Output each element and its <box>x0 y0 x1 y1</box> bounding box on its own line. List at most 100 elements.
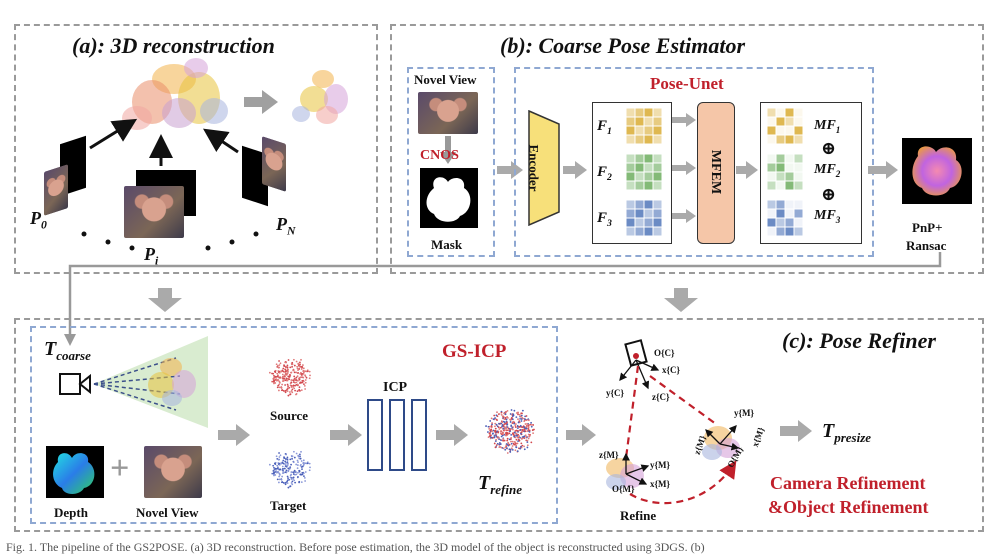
panel-c-title: (c): Pose Refiner <box>782 328 936 353</box>
point <box>298 365 301 368</box>
point <box>530 425 533 428</box>
point <box>526 424 529 427</box>
point <box>287 387 290 390</box>
point <box>489 420 492 422</box>
mf1-label: MF1 <box>814 118 841 135</box>
point <box>290 381 293 384</box>
point <box>500 439 502 442</box>
axis-ym2: y{M} <box>734 408 755 418</box>
point <box>276 375 279 378</box>
gs-icp-label: GS-ICP <box>442 341 507 362</box>
point <box>291 391 294 394</box>
point <box>493 436 496 439</box>
point <box>526 430 529 432</box>
point <box>528 435 531 438</box>
point <box>299 363 301 366</box>
point <box>527 437 530 440</box>
point <box>524 418 527 421</box>
point <box>527 427 530 430</box>
point <box>272 472 275 475</box>
point <box>279 454 282 457</box>
t-coarse-label: Tcoarse <box>44 338 91 363</box>
camera-trajectory-dots <box>81 231 259 251</box>
point <box>304 381 307 384</box>
point <box>530 421 533 424</box>
point <box>492 418 495 421</box>
point <box>514 426 517 429</box>
label-pi: Pi <box>144 244 159 268</box>
point <box>523 448 526 451</box>
point <box>297 471 299 474</box>
point <box>294 384 296 387</box>
point <box>511 445 514 447</box>
point <box>309 374 311 377</box>
point <box>308 469 311 472</box>
feature-grid-green <box>625 153 663 195</box>
point <box>512 420 515 423</box>
point <box>297 455 300 458</box>
pnp-label: PnP+ <box>912 220 943 235</box>
point <box>509 421 512 423</box>
axis-xm1: x{M} <box>650 479 671 489</box>
point <box>278 386 281 389</box>
point <box>510 442 513 445</box>
point <box>286 383 289 386</box>
point <box>285 377 288 380</box>
mf-grid-blue <box>766 199 804 241</box>
point <box>295 463 298 466</box>
point <box>509 451 512 453</box>
oplus-2: ⊕ <box>821 184 837 204</box>
point <box>283 377 286 380</box>
point <box>516 436 519 439</box>
point <box>495 433 498 436</box>
point <box>308 462 311 465</box>
figure-caption: Fig. 1. The pipeline of the GS2POSE. (a)… <box>6 540 705 554</box>
cnos-label: CNOS <box>420 148 459 163</box>
feature-grid-cells <box>625 107 663 145</box>
point <box>290 390 293 392</box>
photo-view-pi <box>124 186 184 238</box>
point <box>302 461 305 464</box>
novel-view-label-c: Novel View <box>136 505 199 520</box>
point <box>275 455 278 458</box>
point <box>517 421 520 424</box>
refine-label: Refine <box>620 508 657 523</box>
refinement-diagram <box>606 339 740 505</box>
point <box>517 418 519 421</box>
point <box>294 471 296 473</box>
point <box>299 457 302 460</box>
panel-3d-reconstruction <box>14 24 378 274</box>
point <box>295 376 298 379</box>
point <box>487 436 490 439</box>
point <box>491 422 493 424</box>
point <box>525 415 528 417</box>
encoder-block <box>528 110 560 226</box>
point <box>500 411 503 414</box>
point <box>283 364 285 367</box>
point <box>304 480 307 482</box>
point <box>281 369 284 372</box>
point <box>496 442 499 445</box>
point <box>522 435 524 438</box>
point <box>519 424 522 427</box>
point <box>276 364 279 367</box>
mf-grid-yellow <box>766 107 804 149</box>
point <box>516 427 519 430</box>
point <box>532 432 535 435</box>
point <box>291 455 294 458</box>
point <box>287 477 289 480</box>
point <box>516 442 519 445</box>
point <box>295 452 298 455</box>
point <box>295 473 298 476</box>
point <box>288 374 291 376</box>
gaussian-splat-result <box>290 68 352 130</box>
point <box>296 459 299 462</box>
point <box>278 478 281 481</box>
mfem-block <box>697 102 735 244</box>
target-point-cloud <box>268 450 311 489</box>
point <box>280 462 282 465</box>
point <box>302 376 305 379</box>
point <box>301 366 304 368</box>
point <box>520 415 522 418</box>
point <box>277 366 280 369</box>
